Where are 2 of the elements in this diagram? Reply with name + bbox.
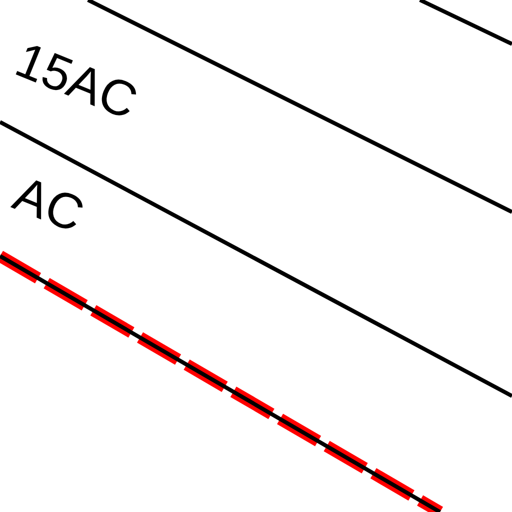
area-label: 15AC: [9, 34, 144, 128]
area-label: AC: [7, 168, 90, 240]
